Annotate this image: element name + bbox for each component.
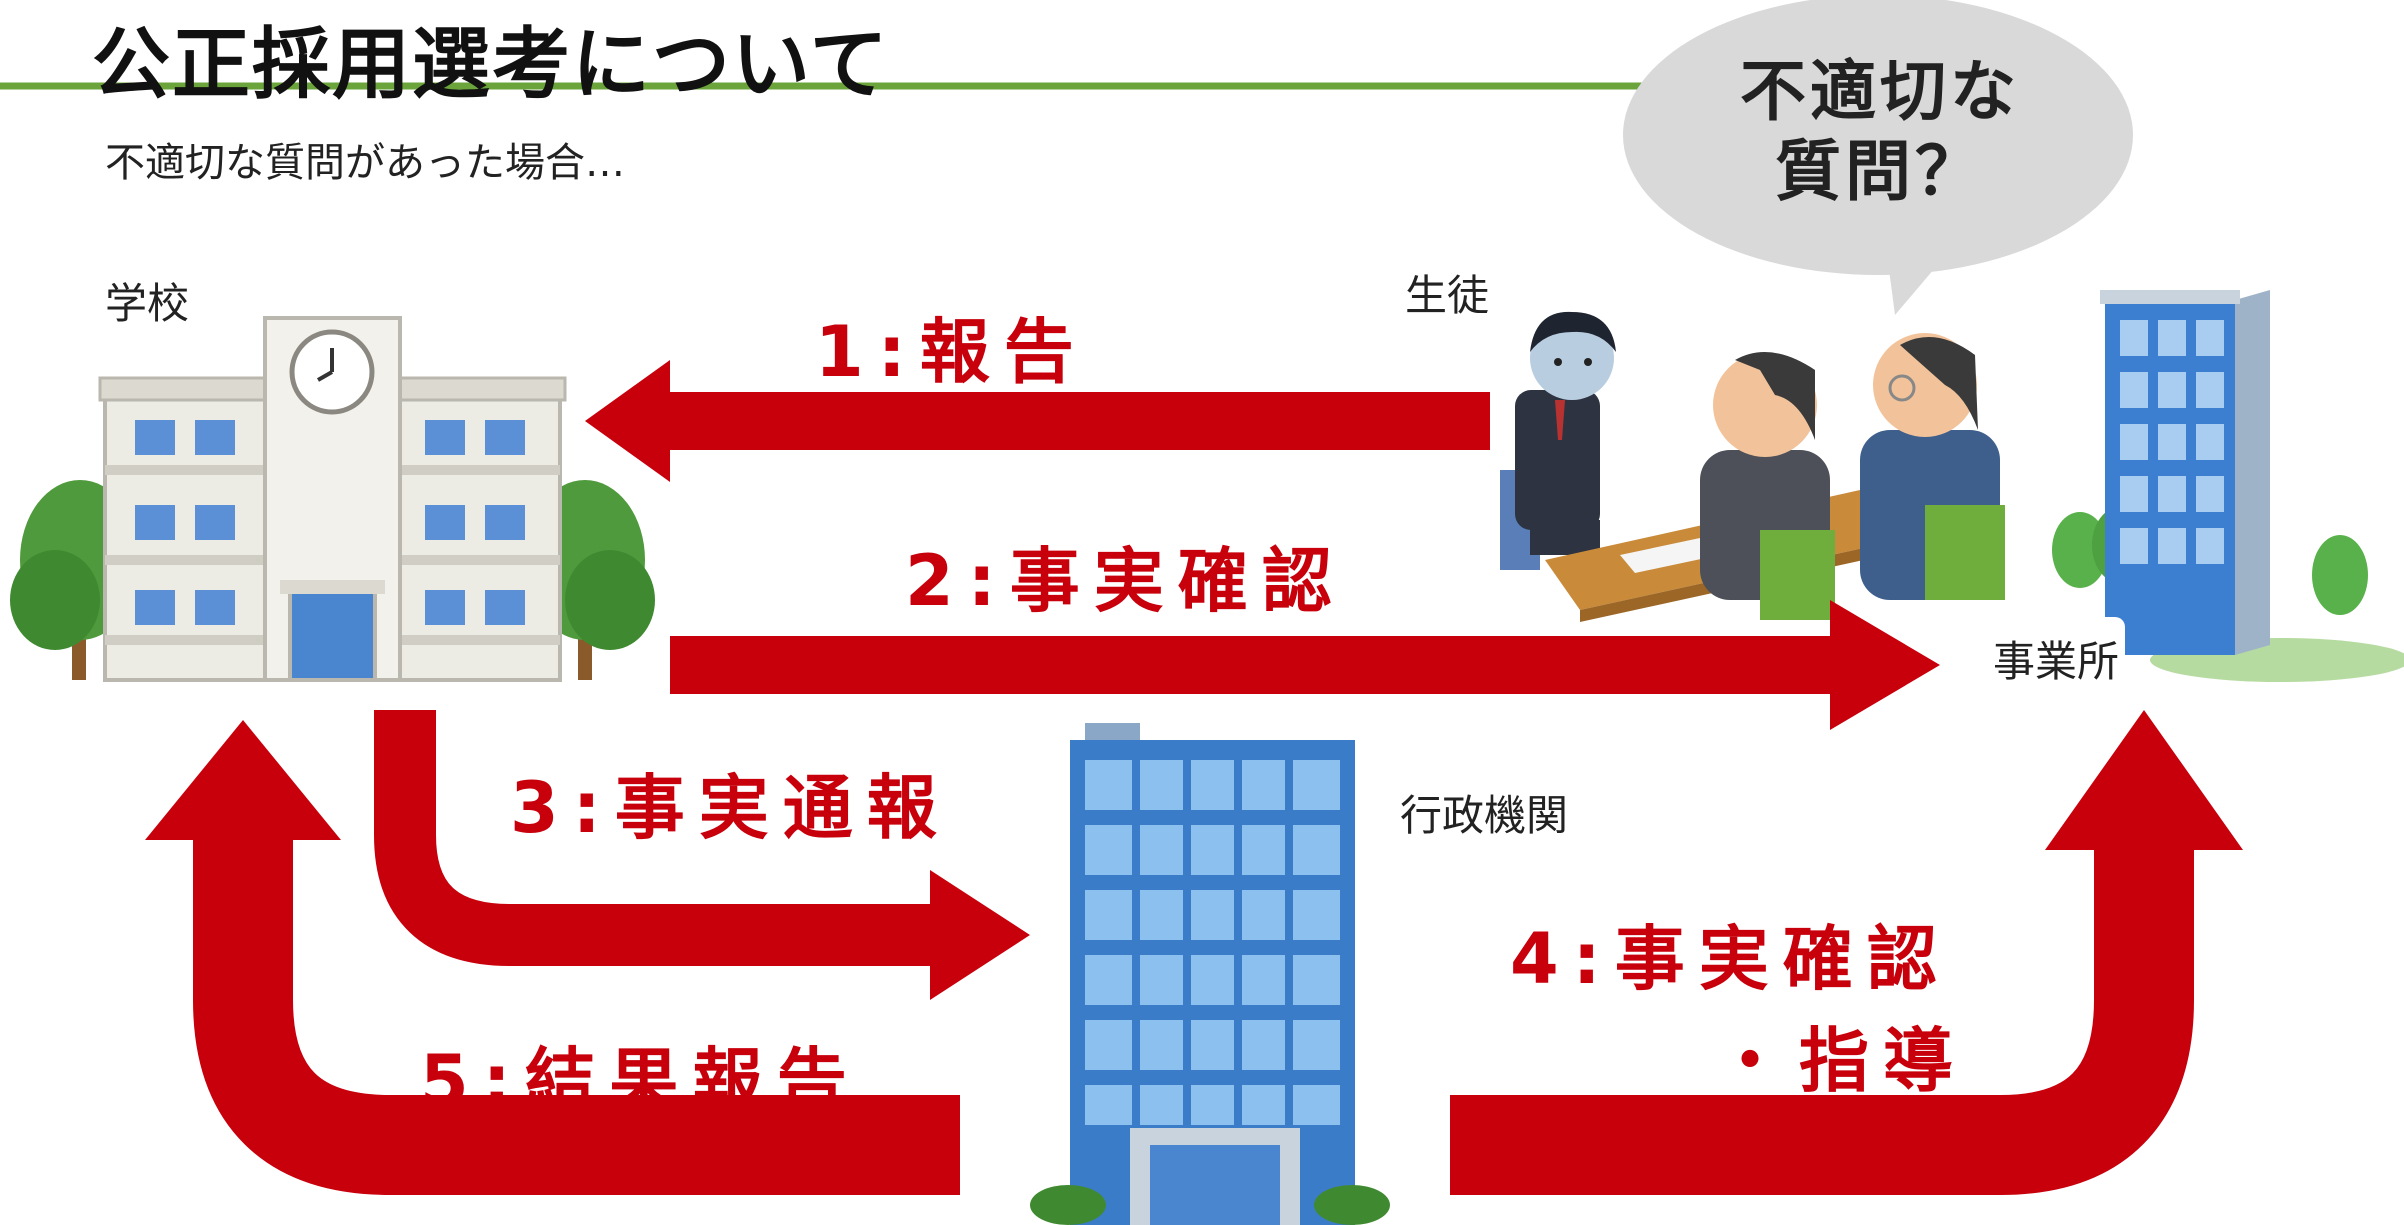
student-label: 生徒 xyxy=(1405,271,1490,320)
page-subtitle: 不適切な質問があった場合… xyxy=(105,140,625,186)
step2-label: 2:事実確認 xyxy=(905,540,1346,622)
government-building-illustration xyxy=(1030,723,1390,1225)
arrow-step2 xyxy=(670,600,1940,730)
school-building-illustration xyxy=(10,316,655,682)
interview-scene-illustration xyxy=(1500,311,2005,622)
speech-bubble-line1: 不適切な xyxy=(1740,53,2020,130)
office-label: 事業所 xyxy=(1993,637,2120,686)
arrow-step3 xyxy=(374,710,1030,1000)
speech-bubble-text: 不適切な 質問？ xyxy=(1700,52,2060,212)
step4-label-line2: ・指導 xyxy=(1715,1020,1967,1102)
office-label-box xyxy=(1975,617,2125,689)
step1-label: 1:報告 xyxy=(815,311,1088,393)
step5-label: 5:結果報告 xyxy=(420,1040,861,1122)
arrow-step1 xyxy=(585,360,1490,482)
government-label: 行政機関 xyxy=(1400,791,1569,840)
school-label: 学校 xyxy=(105,279,190,328)
page-title: 公正採用選考について xyxy=(92,20,890,110)
step3-label: 3:事実通報 xyxy=(510,767,951,849)
arrow-step5 xyxy=(145,720,960,1195)
arrow-step4 xyxy=(1450,710,2243,1195)
speech-bubble-line2: 質問？ xyxy=(1775,133,1985,210)
office-building-illustration xyxy=(2052,290,2404,682)
speech-bubble xyxy=(1623,0,2133,315)
step4-label-line1: 4:事実確認 xyxy=(1510,918,1951,1000)
